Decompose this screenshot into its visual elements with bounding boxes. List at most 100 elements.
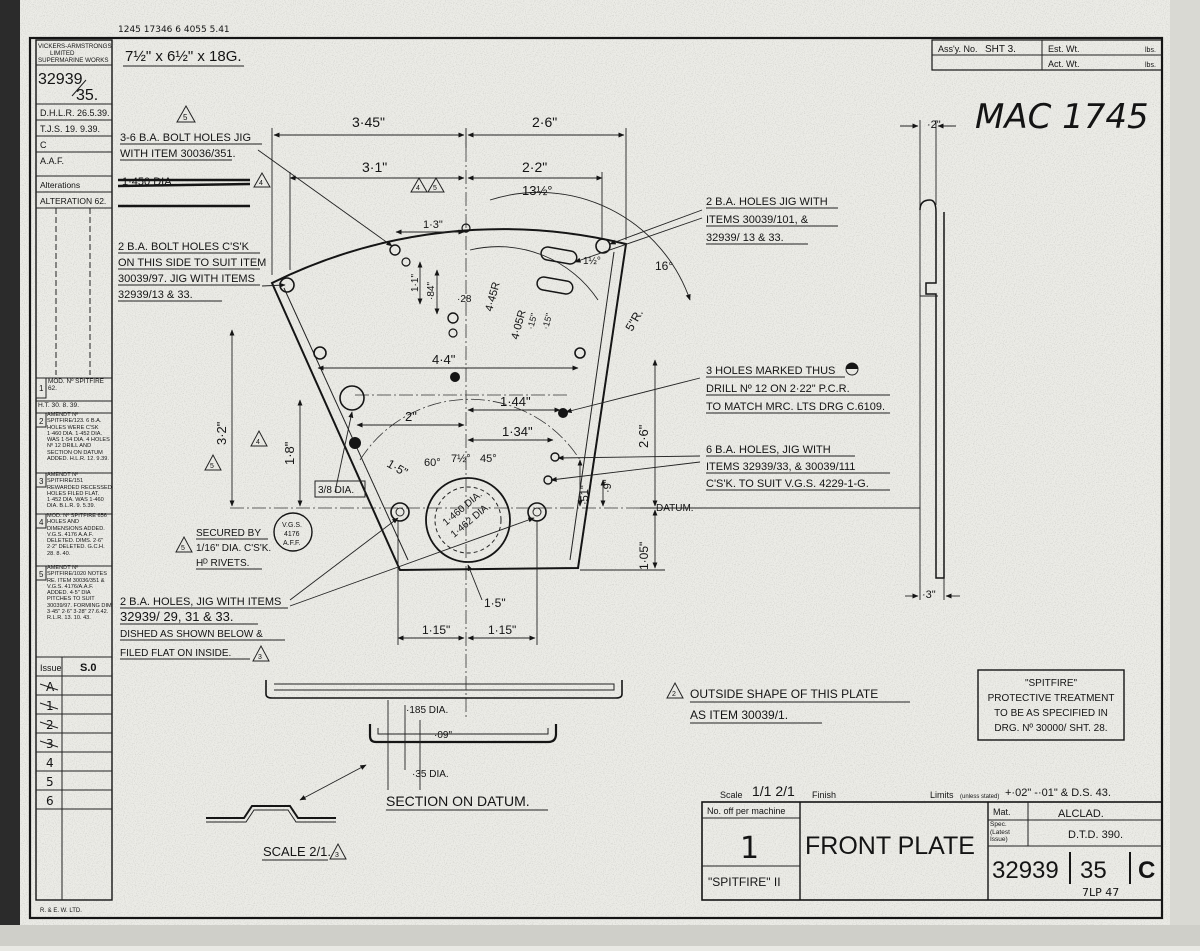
drawing-number-bottom: 35. [76,87,98,104]
issue-value: S.0 [80,662,97,674]
note-dished-2: 32939/ 29, 31 & 33. [120,609,233,624]
rev-mark-left-a: 5 [210,463,214,470]
dim-angle-1half: 1½° [583,256,601,267]
issue-label: Issue [40,663,62,673]
dished-hole [390,502,410,522]
bolt-hole [574,347,586,359]
note-jig-1: 2 B.A. HOLES JIG WITH [706,196,828,208]
approval-2: T.J.S. 19. 9.39. [40,124,100,134]
dished-hole-inner [532,507,542,517]
marked-hole [450,372,460,382]
scale-note: SCALE 2/1. [263,844,331,859]
note-csk-2: ON THIS SIDE TO SUIT ITEM [118,257,266,269]
sheet-border [28,36,1164,920]
dim-18-vert: 1·8" [282,441,297,465]
dim-slot-b: ·15" [540,312,554,330]
vgs-stamp-2: 4176 [284,531,300,538]
limits-note: (unless stated) [960,794,999,800]
section-title: SECTION ON DATUM. [386,793,530,809]
marked-hole [349,437,361,449]
section-dim-185: ·185 DIA. [406,705,448,716]
side-view: ·2" ·3" [900,119,960,601]
bolt-hole [313,346,327,360]
marked-hole [558,408,568,418]
vgs-stamp-3: A.F.F. [283,540,301,547]
note-secured-2: 1/16" DIA. C'S'K. [196,543,271,554]
dim-105: 1·05" [637,542,651,570]
dim-134: 1·34" [502,424,533,439]
note-6ba-3: C'S'K. TO SUIT V.G.S. 4229-1-G. [706,478,869,490]
dim-angle-16: 16° [655,259,673,273]
dim-top-left-width: 3·45" [352,114,385,130]
mod-3-text: AMENDT Nº SPITFIRE/151 REWARDED RECESSED… [47,472,112,510]
aircraft-type: "SPITFIRE" II [708,875,781,889]
alterations-label: Alterations [40,180,80,190]
dim-top-right-width: 2·6" [532,114,557,130]
protective-treatment-box: "SPITFIRE" PROTECTIVE TREATMENT TO BE AS… [977,669,1125,741]
limits-label: Limits [930,790,954,800]
dim-15b: 1·5" [484,596,506,610]
section-dim-09: ·09" [434,730,452,741]
finish-label: Finish [812,790,836,800]
dim-hole-offset: 1·3" [423,219,443,231]
handwritten-reference: MAC 1745 [975,97,1149,137]
note-jig-2: ITEMS 30039/101, & [706,214,809,226]
approval-1: D.H.L.R. 26.5.39. [40,108,110,118]
alteration-number: ALTERATION 62. [40,196,106,206]
weight-block: Ass'y. No. SHT 3. Est. Wt. lbs. Act. Wt.… [931,39,1163,71]
mod-2-number: 2 [39,417,44,426]
company-line-1: VICKERS-ARMSTRONGS [38,43,112,50]
est-wt-label: Est. Wt. [1048,44,1080,54]
spec-value: D.T.D. 390. [1068,829,1123,841]
section-dim-35: ·35 DIA. [412,769,449,780]
note-secured-1: SECURED BY [196,528,261,539]
note-secured-3: Hᴰ RIVETS. [196,558,249,569]
bottom-edge [0,925,1200,946]
issue-mark-5: 4 [46,756,54,770]
note-csk-4: 32939/13 & 33. [118,289,193,301]
note-csk-3: 30039/97. JIG WITH ITEMS [118,273,255,285]
note-csk-1: 2 B.A. BOLT HOLES C'S'K [118,241,250,253]
issue-mark-7: 6 [46,794,54,808]
jig-hole [448,328,458,338]
scale-value: 1/1 2/1 [752,783,795,799]
mat-label: Mat. [993,807,1011,817]
note-marked-2: DRILL Nº 12 ON 2·22" P.C.R. [706,383,850,395]
note-outside-shape-2: AS ITEM 30039/1. [690,708,788,722]
mod-4-number: 4 [39,518,44,527]
angle-60: 60° [424,457,441,469]
central-bore [425,477,511,563]
note-dished-1: 2 B.A. HOLES, JIG WITH ITEMS [120,596,281,608]
approval-4: A.A.F. [40,156,64,166]
vgs-stamp-1: V.G.S. [282,522,302,529]
note-6ba-2: ITEMS 32939/33, & 30039/111 [706,461,855,473]
dim-051: ·51" [579,485,591,505]
bolt-hole [595,238,611,254]
mod-4-text: MOD. Nº SPITFIRE 656 HOLES AND DIMENSION… [47,513,107,557]
dim-32-vert: 3·2" [214,421,229,445]
limits-value: +·02" -·01" & D.S. 43. [1005,787,1111,799]
rev-mark-4: 4 [259,180,263,187]
title-block: Scale 1/1 2/1 Finish Limits (unless stat… [701,783,1163,901]
rev-mark-scale: 3 [335,852,339,859]
dim-pcd-44: 4·4" [432,352,456,367]
jig-hole [461,223,471,233]
note-marked-1: 3 HOLES MARKED THUS [706,365,835,377]
dim-144: 1·44" [500,394,531,409]
note-bolt-holes-1: 3-6 B.A. BOLT HOLES JIG [120,132,251,144]
note-6ba-1: 6 B.A. HOLES, JIG WITH [706,444,831,456]
left-edge-shadow [0,0,20,946]
dimension-labels: 3·45" 2·6" 3·1" 2·2" 13½° 1·3" 1·1" ·84"… [214,114,694,637]
dim-slot-a: ·15" [525,312,539,330]
rev-mark-outside: 2 [672,691,676,698]
dim-angle-top: 13½° [522,183,553,198]
jig-hole [401,257,411,267]
drawing-sheet-number: 35 [1080,857,1107,884]
no-off-value: 1 [740,831,759,866]
mod-1-number: 1 [39,384,44,393]
dim-mid-left-width: 3·1" [362,159,387,175]
plate-outline [270,228,628,572]
drawing-issue-letter: C [1138,857,1155,884]
